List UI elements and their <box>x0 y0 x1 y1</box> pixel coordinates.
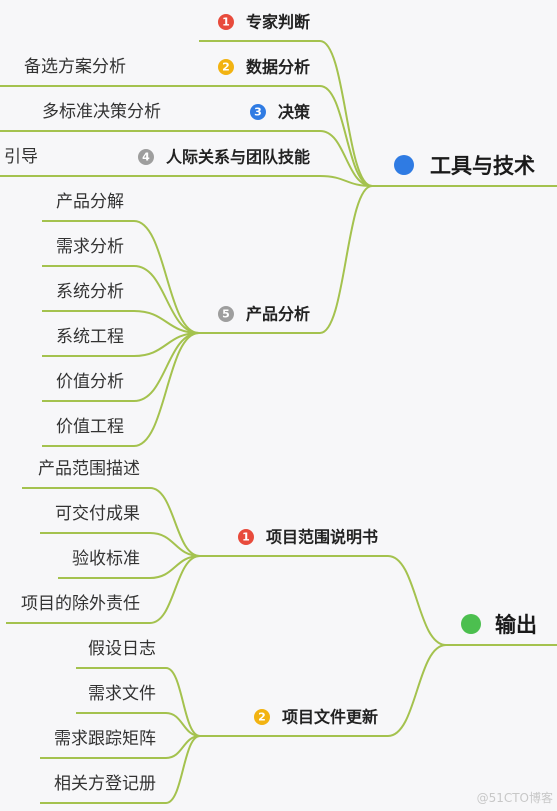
leaf-topic[interactable]: 多标准决策分析 <box>0 102 199 132</box>
leaf-topic[interactable]: 需求跟踪矩阵 <box>40 729 166 759</box>
leaf-label: 系统工程 <box>56 327 124 347</box>
branch-connector <box>149 487 201 557</box>
subtopic-label: 专家判断 <box>246 13 310 32</box>
leaf-topic[interactable]: 系统工程 <box>42 327 134 357</box>
branch-connector <box>133 332 200 357</box>
branch-connector <box>319 185 373 334</box>
leaf-label: 相关方登记册 <box>54 774 156 794</box>
branch-connector <box>165 735 201 804</box>
number-badge-text: 2 <box>222 61 230 74</box>
topic-marker-icon <box>394 155 414 175</box>
leaf-label: 验收标准 <box>72 549 140 569</box>
number-badge-text: 3 <box>254 106 262 119</box>
number-badge-icon <box>253 709 270 725</box>
branch-connector <box>319 40 373 187</box>
leaf-topic[interactable]: 项目的除外责任 <box>6 594 150 624</box>
branch-connector <box>149 555 201 624</box>
number-badge-icon <box>249 104 266 120</box>
branch-connector <box>319 175 373 187</box>
branch-connector <box>165 667 201 737</box>
leaf-topic[interactable]: 假设日志 <box>76 639 166 669</box>
number-badge-icon <box>137 149 154 165</box>
leaf-topic[interactable]: 需求分析 <box>42 237 134 267</box>
main-topic-label: 工具与技术 <box>430 154 535 178</box>
number-badge-icon <box>237 529 254 545</box>
leaf-label: 假设日志 <box>88 639 156 659</box>
leaf-label: 多标准决策分析 <box>42 102 161 122</box>
leaf-label: 系统分析 <box>56 282 124 302</box>
subtopic-1-2[interactable]: 数据分析 2 <box>199 58 320 87</box>
branch-connector <box>133 265 200 334</box>
number-badge-text: 2 <box>258 711 266 724</box>
number-badge-text: 1 <box>222 16 230 29</box>
subtopic-1-1[interactable]: 专家判断 1 <box>199 13 320 42</box>
topic-marker-icon <box>461 614 481 634</box>
leaf-topic[interactable]: 系统分析 <box>42 282 134 312</box>
leaf-label: 产品分解 <box>56 192 124 212</box>
branch-connector <box>133 310 200 334</box>
main-topic-1[interactable]: 工具与技术 <box>372 154 557 187</box>
main-topic-2[interactable]: 输出 <box>446 613 557 646</box>
branch-connector <box>387 555 447 646</box>
subtopic-label: 人际关系与团队技能 <box>166 148 310 167</box>
branch-connector <box>133 332 200 447</box>
subtopic-1-5[interactable]: 产品分析 5 <box>199 305 320 334</box>
subtopic-1-3[interactable]: 决策 3 <box>199 103 320 132</box>
number-badge-text: 4 <box>142 151 150 164</box>
subtopic-label: 产品分析 <box>246 305 310 324</box>
leaf-label: 引导 <box>4 147 38 167</box>
subtopic-2-1[interactable]: 项目范围说明书 1 <box>200 528 388 557</box>
branch-connector <box>165 712 201 737</box>
leaf-label: 价值分析 <box>56 372 124 392</box>
leaf-topic[interactable]: 验收标准 <box>58 549 150 579</box>
leaf-label: 需求跟踪矩阵 <box>54 729 156 749</box>
leaf-topic[interactable]: 备选方案分析 <box>0 57 199 87</box>
watermark: @51CTO博客 <box>477 790 553 805</box>
leaf-label: 需求分析 <box>56 237 124 257</box>
branch-connector <box>133 220 200 334</box>
subtopic-label: 项目范围说明书 <box>266 528 378 547</box>
leaf-topic[interactable]: 引导 <box>4 147 38 167</box>
leaf-label: 备选方案分析 <box>24 57 126 77</box>
subtopic-1-4[interactable]: 人际关系与团队技能 4 <box>0 148 320 177</box>
subtopic-label: 数据分析 <box>246 58 310 77</box>
leaf-topic[interactable]: 价值工程 <box>42 417 134 447</box>
main-topic-label: 输出 <box>495 613 537 637</box>
subtopic-label: 决策 <box>278 103 311 122</box>
leaf-topic[interactable]: 可交付成果 <box>40 504 150 534</box>
leaf-topic[interactable]: 相关方登记册 <box>40 774 166 804</box>
leaf-topic[interactable]: 产品范围描述 <box>22 459 150 489</box>
number-badge-icon <box>217 306 234 322</box>
number-badge-text: 1 <box>242 531 250 544</box>
leaf-label: 可交付成果 <box>55 504 140 524</box>
branch-connector <box>149 532 201 557</box>
number-badge-text: 5 <box>222 308 230 321</box>
number-badge-icon <box>217 59 234 75</box>
subtopic-label: 项目文件更新 <box>282 708 378 727</box>
subtopic-2-2[interactable]: 项目文件更新 2 <box>200 708 388 737</box>
leaf-label: 需求文件 <box>88 684 156 704</box>
branch-connector <box>319 85 373 187</box>
number-badge-icon <box>217 14 234 30</box>
branch-connector <box>319 130 373 187</box>
branch-connector <box>387 644 447 737</box>
leaf-topic[interactable]: 需求文件 <box>76 684 166 714</box>
leaf-label: 价值工程 <box>56 417 124 437</box>
leaf-topic[interactable]: 价值分析 <box>42 372 134 402</box>
leaf-label: 项目的除外责任 <box>21 594 140 614</box>
leaf-label: 产品范围描述 <box>38 459 140 479</box>
leaf-topic[interactable]: 产品分解 <box>42 192 134 222</box>
